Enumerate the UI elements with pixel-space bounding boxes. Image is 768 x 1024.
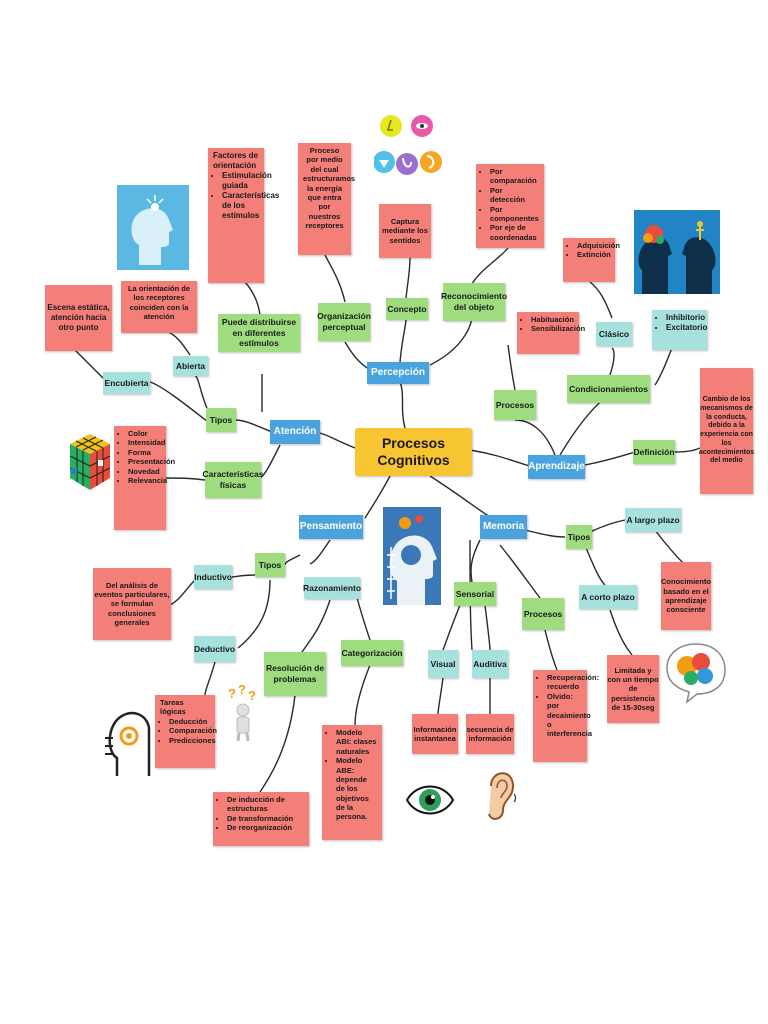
node-definicion[interactable]: Definición bbox=[633, 440, 675, 464]
node-aprendizaje[interactable]: Aprendizaje bbox=[528, 455, 585, 479]
caracteristicas-list: Color Intensidad Forma Presentación Nove… bbox=[114, 426, 175, 530]
corto-desc: Limitada y con un tiempo de persistencia… bbox=[607, 655, 659, 723]
list-item: Presentación bbox=[128, 457, 175, 466]
brain-heads-icon bbox=[634, 210, 720, 294]
node-memoria[interactable]: Memoria bbox=[480, 515, 527, 539]
node-sensorial[interactable]: Sensorial bbox=[454, 582, 496, 606]
factores-node: Factores de orientación Estimulación gui… bbox=[208, 148, 279, 283]
list-item: Por eje de coordenadas bbox=[490, 223, 539, 242]
list-item: Modelo ABE: depende de los objetivos de … bbox=[336, 756, 377, 822]
node-auditiva[interactable]: Auditiva bbox=[472, 650, 508, 678]
svg-text:?: ? bbox=[228, 686, 236, 701]
list-item: Excitatorio bbox=[666, 323, 707, 333]
node-razonamiento[interactable]: Razonamiento bbox=[303, 577, 361, 599]
abierta-desc: La orientación de los receptores coincid… bbox=[121, 281, 197, 333]
node-largo-plazo[interactable]: A largo plazo bbox=[625, 508, 681, 532]
encubierta-desc: Escena estática, atención hacia otro pun… bbox=[45, 285, 112, 351]
question-figure-icon: ? ? ? bbox=[226, 682, 260, 742]
node-condicionamientos[interactable]: Condicionamientos bbox=[567, 375, 650, 403]
list-item: De reorganización bbox=[227, 823, 304, 832]
node-atencion-tipos[interactable]: Tipos bbox=[206, 408, 236, 432]
list-item: Color bbox=[128, 429, 161, 438]
rubiks-cube-icon bbox=[68, 432, 112, 494]
list-item: De transformación bbox=[227, 814, 304, 823]
eye-icon bbox=[405, 776, 455, 824]
clasico-list: Adquisición Extinción bbox=[563, 238, 620, 282]
node-organizacion-perceptual[interactable]: Organización perceptual bbox=[317, 303, 371, 341]
auditiva-desc: secuencia de información bbox=[466, 714, 514, 754]
list-item: Extinción bbox=[577, 250, 611, 259]
list-item: Recuperación: recuerdo bbox=[547, 673, 599, 692]
svg-text:?: ? bbox=[248, 688, 256, 703]
reconocimiento-list: Por comparación Por detección Por compon… bbox=[476, 164, 544, 248]
list-item: Deducción bbox=[169, 717, 210, 726]
list-item: De inducción de estructuras bbox=[227, 795, 304, 814]
node-encubierta[interactable]: Encubierta bbox=[103, 372, 150, 394]
node-distribuirse[interactable]: Puede distribuirse en diferentes estímul… bbox=[218, 314, 300, 352]
memoria-procesos-list: Recuperación: recuerdo Olvido: por decai… bbox=[533, 670, 599, 762]
definicion-desc: Cambio de los mecanismos de la conducta,… bbox=[699, 368, 754, 494]
aprendizaje-procesos-list: Habituación Sensibilización bbox=[517, 312, 585, 354]
organizacion-desc: Proceso por medio del cual estructuramos… bbox=[298, 143, 355, 255]
concepto-desc: Captura mediante los sentidos bbox=[379, 204, 431, 258]
largo-desc: Conocimiento basado en el aprendizaje co… bbox=[661, 562, 711, 630]
node-concepto[interactable]: Concepto bbox=[386, 298, 428, 320]
node-memoria-procesos[interactable]: Procesos bbox=[522, 598, 564, 630]
gear-head-icon bbox=[103, 700, 151, 778]
node-pensamiento[interactable]: Pensamiento bbox=[299, 515, 363, 539]
list-item: Comparación bbox=[169, 726, 217, 735]
list-item: Por detección bbox=[490, 186, 539, 205]
list-item: Estimulación guiada bbox=[222, 171, 272, 191]
node-reconocimiento[interactable]: Reconocimiento del objeto bbox=[441, 283, 507, 321]
factores-title: Factores de orientación bbox=[213, 151, 258, 170]
node-inductivo[interactable]: Inductivo bbox=[194, 565, 232, 589]
list-item: Adquisición bbox=[577, 241, 620, 250]
node-aprendizaje-procesos[interactable]: Procesos bbox=[494, 390, 536, 420]
list-item: Predicciones bbox=[169, 736, 216, 745]
node-memoria-tipos[interactable]: Tipos bbox=[566, 525, 592, 549]
deductivo-list: Tareas lógicas Deducción Comparación Pre… bbox=[155, 695, 217, 768]
ear-icon bbox=[483, 766, 517, 826]
center-node[interactable]: Procesos Cognitivos bbox=[355, 428, 472, 476]
brain-bubble-icon bbox=[665, 640, 727, 704]
list-item: Habituación bbox=[531, 315, 574, 324]
node-corto-plazo[interactable]: A corto plazo bbox=[579, 585, 637, 609]
categorizacion-list: Modelo ABI: clases naturales Modelo ABE:… bbox=[322, 725, 382, 840]
list-item: Intensidad bbox=[128, 438, 166, 447]
inductivo-desc: Del análisis de eventos particulares, se… bbox=[93, 568, 171, 640]
list-item: Olvido: por decaimiento o interferencia bbox=[547, 692, 592, 739]
list-item: Por comparación bbox=[490, 167, 539, 186]
senses-icon bbox=[373, 112, 442, 186]
node-clasico[interactable]: Clásico bbox=[596, 322, 632, 346]
list-item: Por componentes bbox=[490, 205, 539, 224]
list-item: Modelo ABI: clases naturales bbox=[336, 728, 377, 756]
node-categorizacion[interactable]: Categorización bbox=[341, 640, 403, 666]
node-deductivo[interactable]: Deductivo bbox=[194, 636, 235, 662]
list-item: Inhibitorio bbox=[666, 313, 705, 323]
head-touch-icon bbox=[117, 185, 189, 270]
resolucion-list: De inducción de estructuras De transform… bbox=[213, 792, 309, 846]
node-atencion[interactable]: Atención bbox=[270, 420, 320, 444]
node-abierta[interactable]: Abierta bbox=[173, 356, 208, 376]
visual-desc: Información instantanea bbox=[412, 714, 458, 754]
svg-text:?: ? bbox=[238, 684, 246, 697]
head-thinking-icon bbox=[383, 507, 441, 605]
list-item: Forma bbox=[128, 448, 161, 457]
list-item: Relevancia bbox=[128, 476, 167, 485]
node-resolucion[interactable]: Resolución de problemas bbox=[264, 652, 326, 696]
node-percepcion[interactable]: Percepción bbox=[367, 362, 429, 384]
node-pensamiento-tipos[interactable]: Tipos bbox=[255, 553, 285, 577]
node-caracteristicas[interactable]: Características físicas bbox=[203, 462, 263, 498]
node-visual[interactable]: Visual bbox=[428, 650, 458, 678]
list-item: Sensibilización bbox=[531, 324, 585, 333]
list-item: Características de los estímulos bbox=[222, 191, 279, 221]
list-item: Tareas lógicas bbox=[160, 698, 186, 717]
tipos-condicionamiento-list: Inhibitorio Excitatorio bbox=[652, 310, 707, 350]
list-item: Novedad bbox=[128, 467, 161, 476]
